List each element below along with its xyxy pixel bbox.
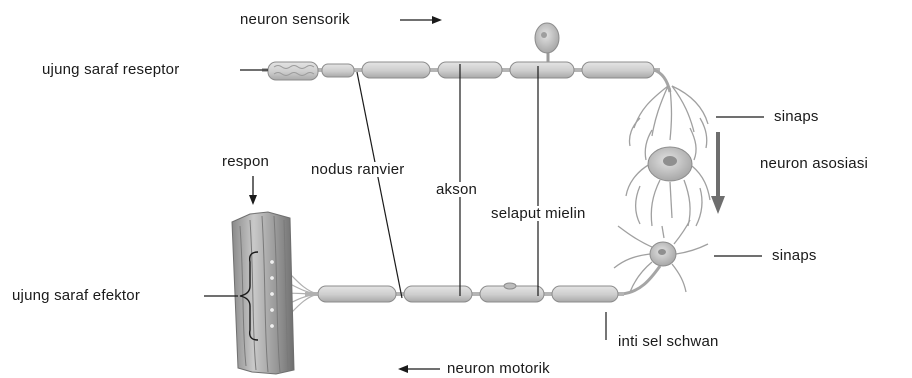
label-response: respon — [222, 154, 269, 169]
myelin-segment — [582, 62, 654, 78]
myelin-segment — [362, 62, 430, 78]
motor-direction-arrow-icon — [398, 365, 440, 373]
myelin-segment — [438, 62, 502, 78]
receptor-ending — [268, 62, 318, 80]
label-synapse-top: sinaps — [774, 109, 819, 124]
myelin-segment — [318, 286, 396, 302]
myelin-segment — [404, 286, 472, 302]
schwann-nucleus-bulge — [504, 283, 516, 289]
label-sensory-neuron: neuron sensorik — [240, 12, 350, 27]
motor-neuron-axon — [276, 262, 624, 326]
myelin-segment — [552, 286, 618, 302]
motor-neuron-cell — [614, 220, 708, 294]
label-synapse-bottom: sinaps — [772, 248, 817, 263]
label-myelin-sheath: selaput mielin — [489, 206, 588, 221]
association-neuron — [626, 147, 710, 226]
leader-node-of-ranvier — [357, 72, 402, 298]
sensory-cell-body — [535, 23, 559, 53]
sensory-direction-arrow-icon — [400, 16, 442, 24]
sensory-neuron-axon — [262, 23, 670, 92]
label-axon: akson — [434, 182, 479, 197]
response-arrow-icon — [249, 176, 257, 205]
association-flow-arrow-icon — [711, 132, 725, 214]
myelin-segment — [510, 62, 574, 78]
label-schwann-nucleus: inti sel schwan — [618, 334, 719, 349]
label-association-neuron: neuron asosiasi — [760, 156, 868, 171]
muscle-effector — [232, 212, 294, 374]
label-receptor-ending: ujung saraf reseptor — [42, 62, 179, 77]
myelin-segment — [322, 64, 354, 77]
label-effector-ending: ujung saraf efektor — [12, 288, 140, 303]
label-motor-neuron: neuron motorik — [447, 361, 550, 376]
label-node-of-ranvier: nodus ranvier — [309, 162, 407, 177]
